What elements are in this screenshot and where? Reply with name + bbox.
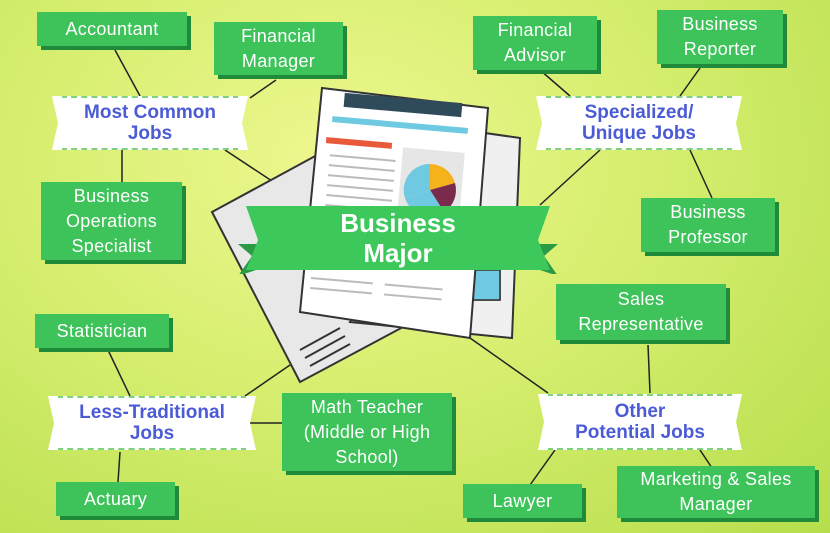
- job-statistician: Statistician: [35, 314, 169, 348]
- category-less-traditional-jobs: Less-Traditional Jobs: [57, 396, 247, 450]
- category-other-potential-jobs: Other Potential Jobs: [547, 394, 733, 450]
- connector-line: [679, 67, 701, 97]
- job-actuary: Actuary: [56, 482, 175, 516]
- connector-line: [539, 69, 571, 97]
- connector-line: [699, 449, 713, 469]
- job-math-teacher: Math Teacher (Middle or High School): [282, 393, 452, 471]
- job-business-reporter: Business Reporter: [657, 10, 783, 64]
- job-accountant: Accountant: [37, 12, 187, 46]
- job-business-professor: Business Professor: [641, 198, 775, 252]
- connector-line: [114, 49, 141, 97]
- job-business-operations-specialist: Business Operations Specialist: [41, 182, 182, 260]
- connector-line: [689, 149, 713, 199]
- connector-line: [539, 149, 601, 206]
- connector-line: [469, 337, 549, 394]
- category-most-common-jobs: Most Common Jobs: [61, 96, 239, 150]
- connector-line: [249, 79, 277, 99]
- job-financial-advisor: Financial Advisor: [473, 16, 597, 70]
- center-ribbon: [238, 206, 558, 274]
- category-specialized-unique-jobs: Specialized/ Unique Jobs: [545, 96, 733, 150]
- job-marketing-sales-manager: Marketing & Sales Manager: [617, 466, 815, 518]
- center-title: Business Major: [340, 208, 456, 268]
- connector-line: [244, 364, 291, 397]
- connector-line: [107, 349, 131, 397]
- job-sales-representative: Sales Representative: [556, 284, 726, 340]
- connector-line: [529, 449, 556, 486]
- job-financial-manager: Financial Manager: [214, 22, 343, 75]
- connector-line: [647, 344, 651, 394]
- pie-chart-icon: [403, 163, 456, 217]
- job-lawyer: Lawyer: [463, 484, 582, 518]
- connector-line: [224, 149, 279, 186]
- connector-line: [117, 451, 121, 483]
